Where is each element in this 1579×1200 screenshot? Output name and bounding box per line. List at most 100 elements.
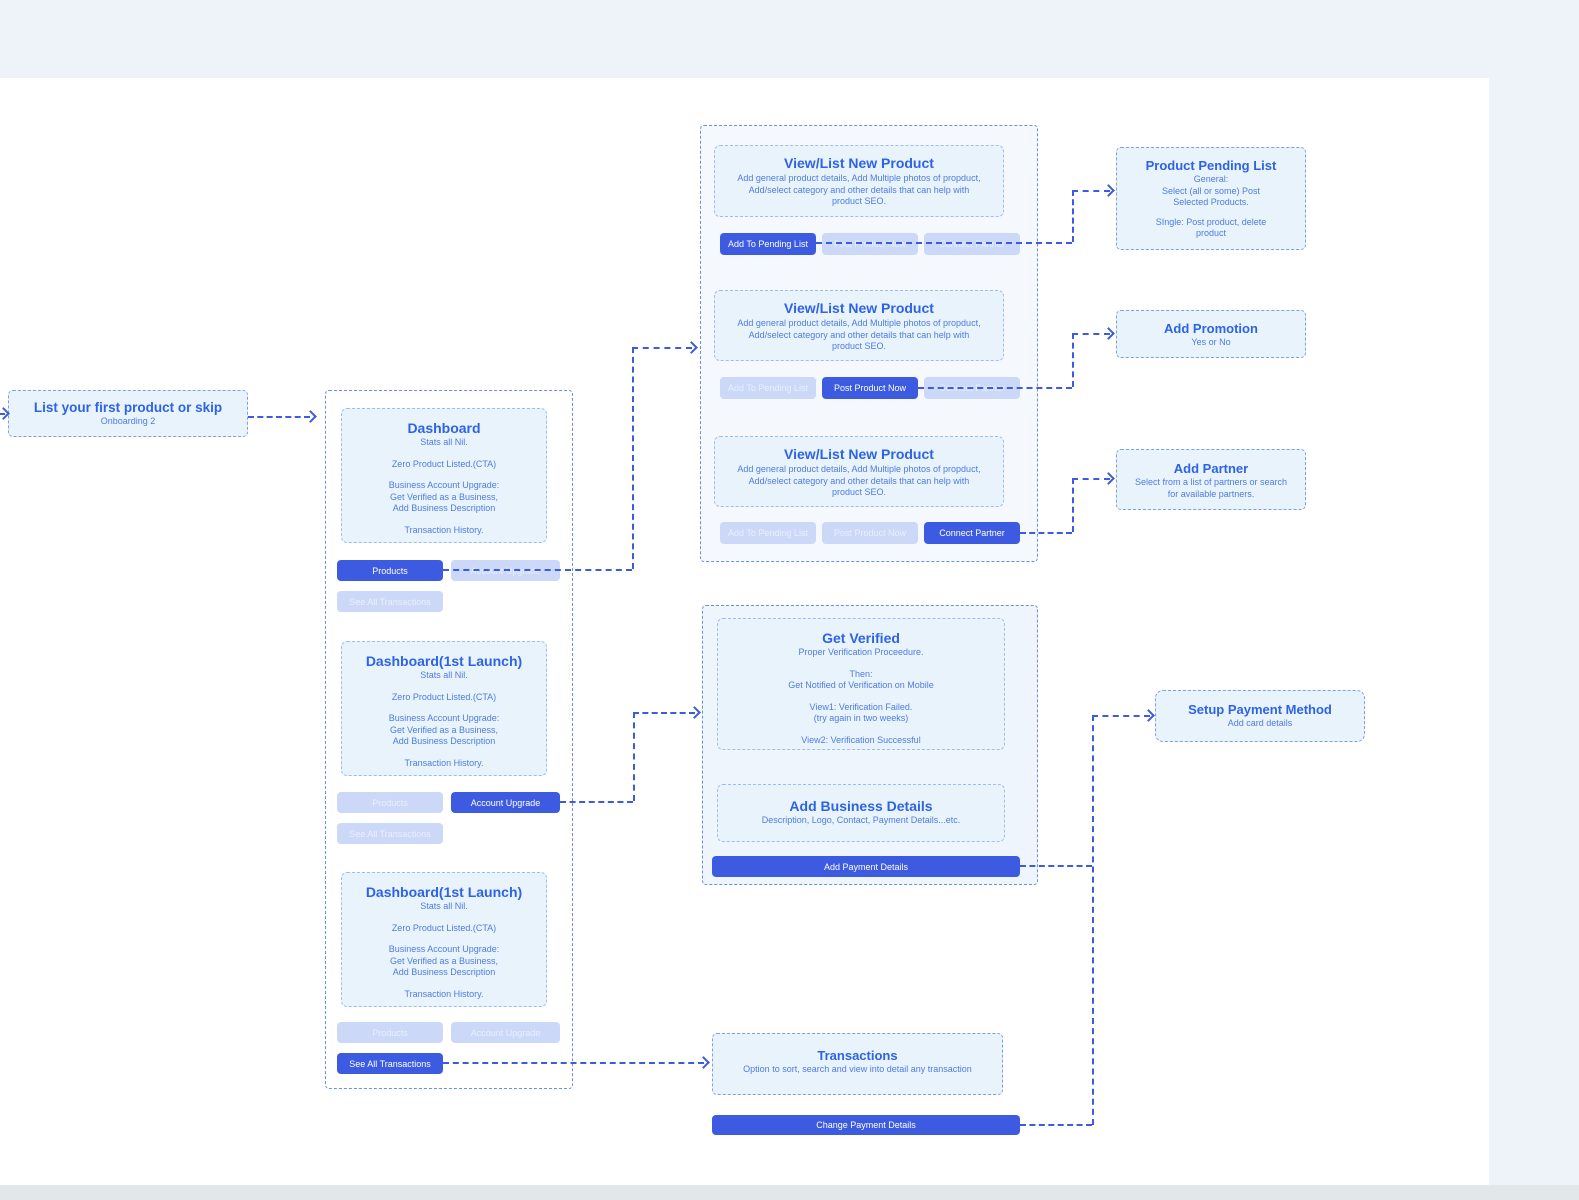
card-title: Dashboard(1st Launch) [365, 884, 523, 900]
card-line: Transaction History. [404, 757, 484, 768]
connector-upgrade-h1 [560, 801, 633, 803]
card-line: Get Verified as a Business, [389, 724, 499, 735]
see-all-transactions-button[interactable]: See All Transactions [337, 591, 443, 612]
card-line: Get Verified as a Business, [389, 491, 499, 502]
card-dashboard-2: Dashboard(1st Launch) Stats all Nil. Zer… [341, 641, 547, 776]
connector-pending-h1 [816, 242, 1072, 244]
node-body: Select from a list of partners or search… [1134, 477, 1288, 499]
card-line: View2: Verification Successful [801, 734, 921, 745]
connector-payment-h2 [1092, 715, 1150, 717]
card-line: Business Account Upgrade: [388, 713, 500, 723]
node-title: Product Pending List [1145, 158, 1277, 173]
group-dashboards [325, 390, 573, 1089]
connector-products-v [632, 347, 634, 569]
card-line: Add Business Description [392, 736, 496, 746]
node-setup-payment-method: Setup Payment Method Add card details [1155, 690, 1365, 742]
account-upgrade-button[interactable]: Account Upgrade [451, 792, 560, 813]
connector-pending-h2 [1072, 190, 1110, 192]
card-line: Zero Product Listed.(CTA) [391, 691, 497, 702]
connector-onboarding-dashboards [248, 416, 310, 418]
add-to-pending-list-button[interactable]: Add To Pending List [720, 522, 816, 544]
post-product-now-button[interactable]: Post Product Now [822, 377, 918, 399]
node-line: General: [1193, 174, 1229, 184]
change-payment-details-button[interactable]: Change Payment Details [712, 1115, 1020, 1135]
card-title: Dashboard(1st Launch) [365, 653, 523, 669]
card-subtitle: Proper Verification Proceedure. [798, 647, 924, 657]
node-onboarding: List your first product or skip Onboardi… [8, 390, 248, 437]
node-title: Setup Payment Method [1188, 702, 1332, 717]
onboarding-subtitle: Onboarding 2 [100, 416, 156, 426]
node-subtitle: Option to sort, search and view into det… [743, 1064, 972, 1074]
see-all-transactions-button[interactable]: See All Transactions [337, 1053, 443, 1074]
card-view-list-product-2: View/List New Product Add general produc… [714, 290, 1004, 361]
card-subtitle: Stats all Nil. [420, 670, 468, 680]
card-get-verified: Get Verified Proper Verification Proceed… [717, 618, 1005, 750]
card-view-list-product-1: View/List New Product Add general produc… [714, 145, 1004, 217]
connector-payment-v [1092, 715, 1094, 1125]
products-button[interactable]: Products [337, 792, 443, 813]
card-line: Business Account Upgrade: [388, 944, 500, 954]
card-line: Zero Product Listed.(CTA) [391, 458, 497, 469]
card-line: Get Verified as a Business, [389, 955, 499, 966]
connector-upgrade-h2 [633, 712, 695, 714]
card-subtitle: Stats all Nil. [420, 901, 468, 911]
card-line: View1: Verification Failed. [809, 701, 913, 712]
post-product-now-button[interactable]: Post Product Now [822, 233, 918, 255]
add-to-pending-list-button[interactable]: Add To Pending List [720, 377, 816, 399]
card-subtitle: Description, Logo, Contact, Payment Deta… [761, 815, 961, 825]
connector-upgrade-v [633, 712, 635, 801]
node-transactions: Transactions Option to sort, search and … [712, 1033, 1003, 1095]
products-button[interactable]: Products [337, 1022, 443, 1043]
connector-products-h1 [443, 569, 632, 571]
card-line: Add Business Description [392, 503, 496, 513]
card-subtitle: Stats all Nil. [420, 437, 468, 447]
products-button[interactable]: Products [337, 560, 443, 581]
connector-products-h2 [632, 347, 692, 349]
node-title: Add Promotion [1164, 321, 1258, 336]
connector-transactions [443, 1062, 704, 1064]
connector-payment-h1 [1020, 865, 1092, 867]
card-line: (try again in two weeks) [813, 713, 909, 723]
card-dashboard-3: Dashboard(1st Launch) Stats all Nil. Zer… [341, 872, 547, 1007]
connector-payment-h3 [1020, 1124, 1092, 1126]
node-title: Add Partner [1173, 461, 1249, 476]
node-title: Transactions [817, 1048, 898, 1063]
node-add-partner: Add Partner Select from a list of partne… [1116, 449, 1306, 510]
card-line: Zero Product Listed.(CTA) [391, 922, 497, 933]
connector-partner-h2 [1072, 478, 1110, 480]
connector-promotion-h1 [918, 387, 1072, 389]
card-title: Get Verified [822, 630, 900, 646]
add-to-pending-list-button[interactable]: Add To Pending List [720, 233, 816, 255]
card-title: Add Business Details [789, 798, 933, 814]
post-product-now-button[interactable]: Post Product Now [822, 522, 918, 544]
see-all-transactions-button[interactable]: See All Transactions [337, 823, 443, 844]
connect-partner-button[interactable]: Connect Partner [924, 522, 1020, 544]
card-line: Transaction History. [404, 988, 484, 999]
card-view-list-product-3: View/List New Product Add general produc… [714, 436, 1004, 507]
node-line: Select (all or some) Post Selected Produ… [1161, 185, 1261, 208]
card-title: View/List New Product [784, 446, 934, 462]
card-title: View/List New Product [784, 300, 934, 316]
node-line: SIngle: Post product, delete product [1155, 216, 1267, 239]
card-add-business-details: Add Business Details Description, Logo, … [717, 784, 1005, 842]
node-subtitle: Yes or No [1191, 337, 1231, 347]
connector-partner-v [1072, 478, 1074, 532]
card-line: Then: [849, 668, 873, 679]
node-product-pending-list: Product Pending List General: Select (al… [1116, 147, 1306, 250]
connect-partner-button[interactable]: Connect Partner [924, 233, 1020, 255]
card-dashboard-1: Dashboard Stats all Nil. Zero Product Li… [341, 408, 547, 543]
onboarding-title: List your first product or skip [33, 400, 223, 415]
card-line: Transaction History. [404, 524, 484, 535]
connector-promotion-v [1072, 333, 1074, 387]
card-line: Add Business Description [392, 967, 496, 977]
card-title: Dashboard [407, 420, 481, 436]
connector-pending-v [1072, 190, 1074, 242]
node-subtitle: Add card details [1227, 718, 1293, 728]
connector-entry [0, 413, 5, 415]
add-payment-details-button[interactable]: Add Payment Details [712, 856, 1020, 877]
card-title: View/List New Product [784, 155, 934, 171]
node-add-promotion: Add Promotion Yes or No [1116, 310, 1306, 358]
account-upgrade-button[interactable]: Account Upgrade [451, 1022, 560, 1043]
card-line: Get Notified of Verification on Mobile [788, 680, 934, 690]
